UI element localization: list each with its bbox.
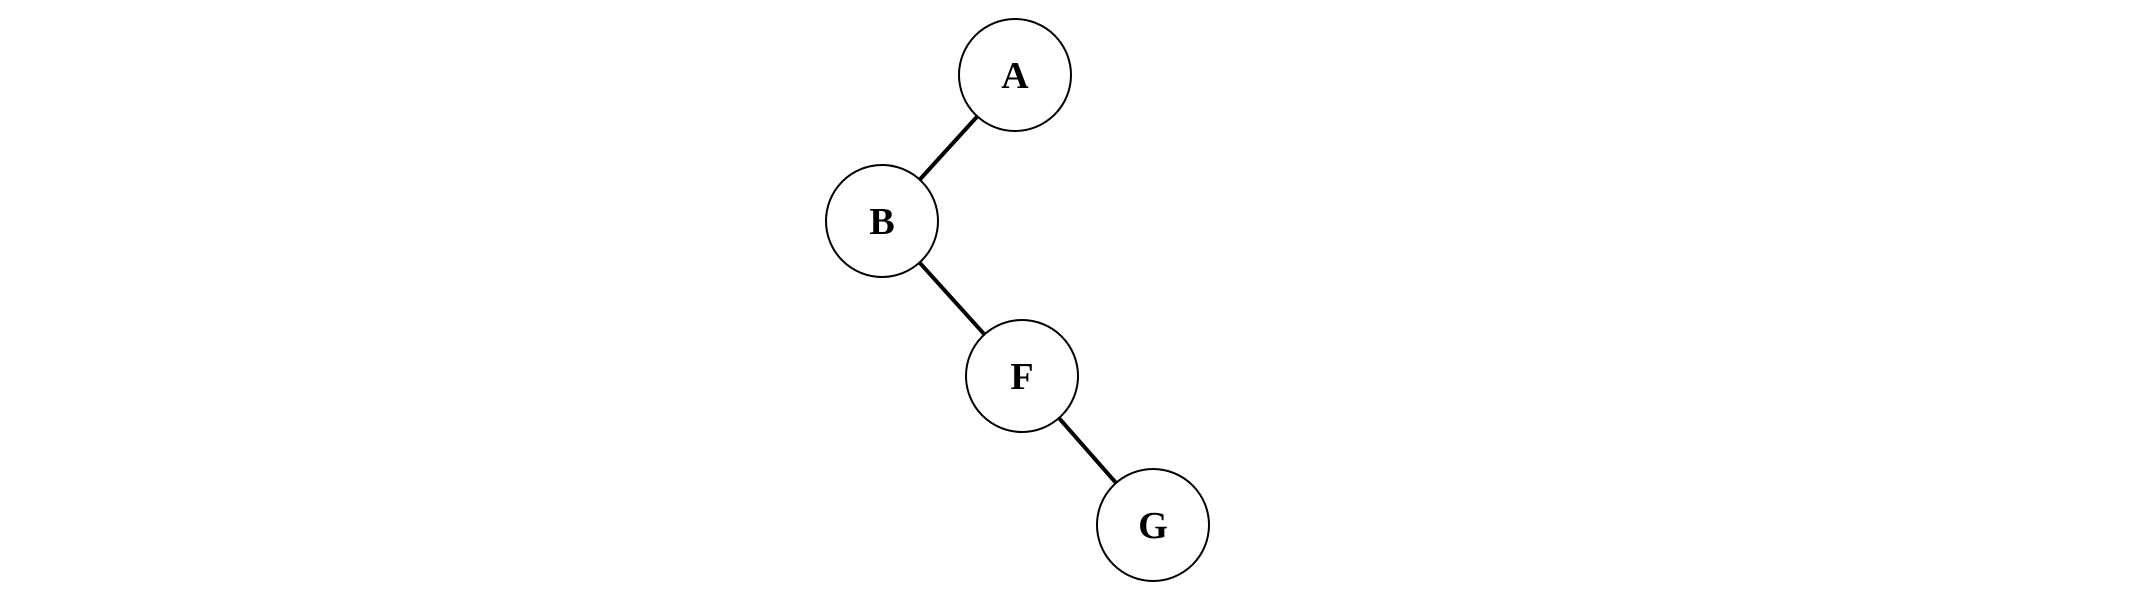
graph-node-circle-a[interactable] [958, 18, 1072, 132]
graph-node-circle-f[interactable] [965, 319, 1079, 433]
graph-node-label-a: A [1001, 55, 1029, 97]
graph-edge-f-g [1057, 416, 1118, 485]
node-layer: A B F G [825, 18, 1210, 582]
graph-node-label-g: G [1138, 505, 1168, 547]
graph-node-f[interactable]: F [965, 319, 1079, 433]
graph-node-label-b: B [869, 201, 894, 243]
graph-node-b[interactable]: B [825, 164, 939, 278]
graph-node-label-f: F [1010, 356, 1033, 398]
graph-edge-a-b [918, 115, 979, 181]
graph-node-circle-g[interactable] [1096, 468, 1210, 582]
graph-node-circle-b[interactable] [825, 164, 939, 278]
graph-node-g[interactable]: G [1096, 468, 1210, 582]
edge-layer [918, 115, 1118, 485]
graph-node-a[interactable]: A [958, 18, 1072, 132]
graph-edge-b-f [918, 261, 986, 336]
